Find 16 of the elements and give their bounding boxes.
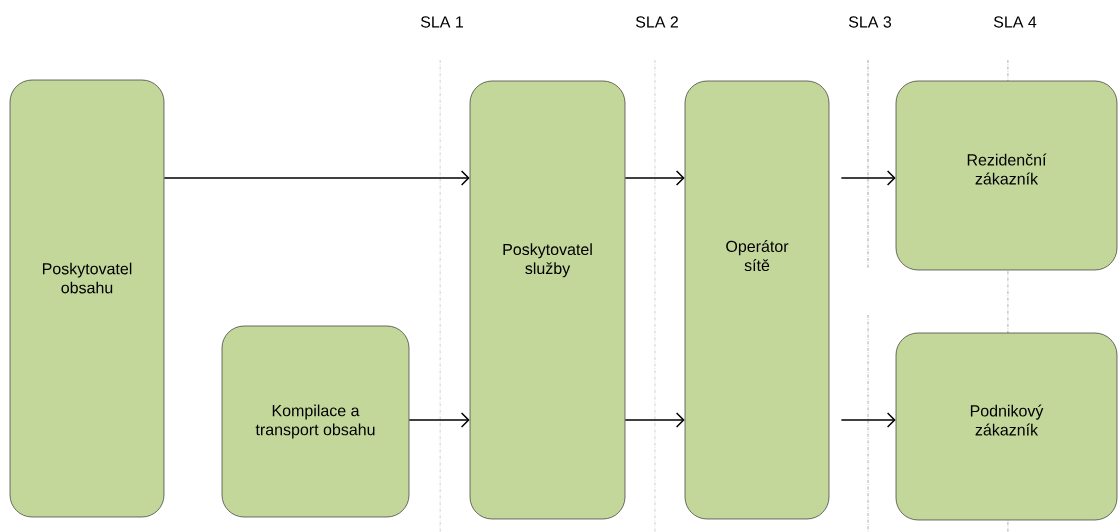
sla-label: SLA 2 xyxy=(635,16,678,28)
arrow xyxy=(840,170,896,186)
sla-label: SLA 3 xyxy=(848,16,892,28)
sla-label: SLA 1 xyxy=(420,16,463,28)
arrow xyxy=(624,412,685,428)
rounded-box: Operátor sítě xyxy=(684,80,830,520)
rounded-box: Podnikový zákazník xyxy=(895,332,1118,521)
arrow xyxy=(163,170,470,186)
rounded-box: Rezidenční zákazník xyxy=(895,80,1118,271)
arrow xyxy=(840,412,896,428)
arrow xyxy=(408,412,470,428)
sla-label: SLA 4 xyxy=(993,16,1037,28)
rounded-box: Poskytovatel služby xyxy=(469,80,626,520)
rounded-box: Poskytovatel obsahu xyxy=(9,79,165,518)
rounded-box: Kompilace a transport obsahu xyxy=(221,325,410,518)
arrow xyxy=(624,170,685,186)
